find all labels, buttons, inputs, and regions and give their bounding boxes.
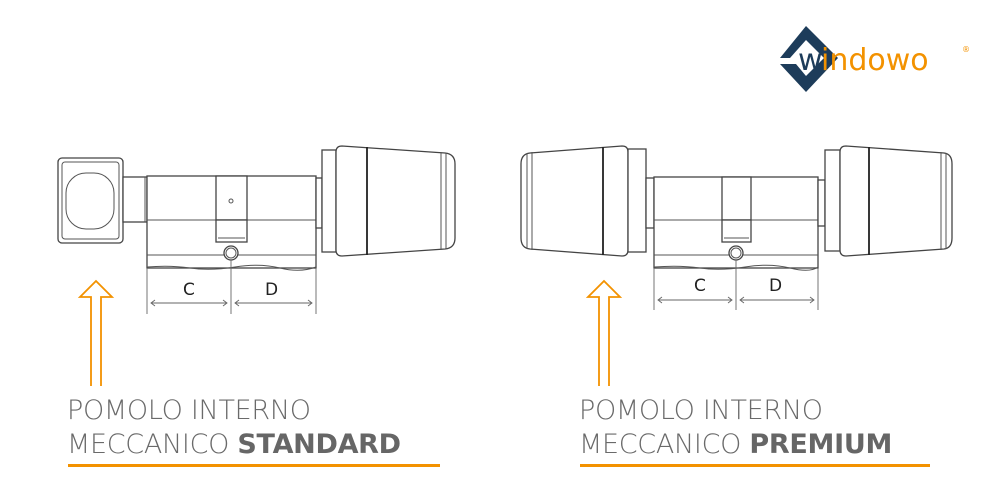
caption-regular: MECCANICO [579, 429, 742, 460]
internal-premium-knob [520, 145, 655, 257]
arrow-up-icon [585, 279, 623, 386]
caption-regular: MECCANICO [67, 429, 230, 460]
arrow-up-icon [77, 279, 115, 386]
thumb-turn-knob [57, 157, 124, 244]
premium-cylinder-drawing [520, 145, 953, 386]
caption-line-1: POMOLO INTERNO [579, 395, 823, 426]
windowo-logo: w indowo ® [776, 22, 976, 97]
logo-registered: ® [962, 45, 970, 54]
dimension-lines [653, 260, 819, 310]
cylinder-body [653, 176, 819, 271]
caption-line-1: POMOLO INTERNO [67, 395, 311, 426]
caption-bold: PREMIUM [749, 429, 893, 460]
logo-w: w [798, 43, 823, 78]
dimension-lines [146, 260, 317, 314]
dimension-d-label: D [769, 276, 783, 296]
external-knob [315, 145, 456, 257]
logo-text: indowo [821, 43, 929, 78]
premium-caption: POMOLO INTERNO MECCANICO PREMIUM [579, 394, 892, 462]
dimension-d-label: D [265, 280, 279, 300]
cylinder-body [146, 175, 317, 271]
dimension-c-label: C [694, 276, 706, 296]
standard-underline [68, 464, 440, 467]
caption-bold: STANDARD [237, 429, 401, 460]
caption-line-2: MECCANICO STANDARD [67, 428, 401, 462]
premium-underline [580, 464, 930, 467]
dimension-c-label: C [183, 280, 195, 300]
standard-caption: POMOLO INTERNO MECCANICO STANDARD [67, 394, 401, 462]
standard-cylinder-drawing [57, 145, 456, 386]
external-knob [817, 145, 953, 257]
logo-diamond-icon [780, 26, 838, 92]
caption-line-2: MECCANICO PREMIUM [579, 428, 892, 462]
